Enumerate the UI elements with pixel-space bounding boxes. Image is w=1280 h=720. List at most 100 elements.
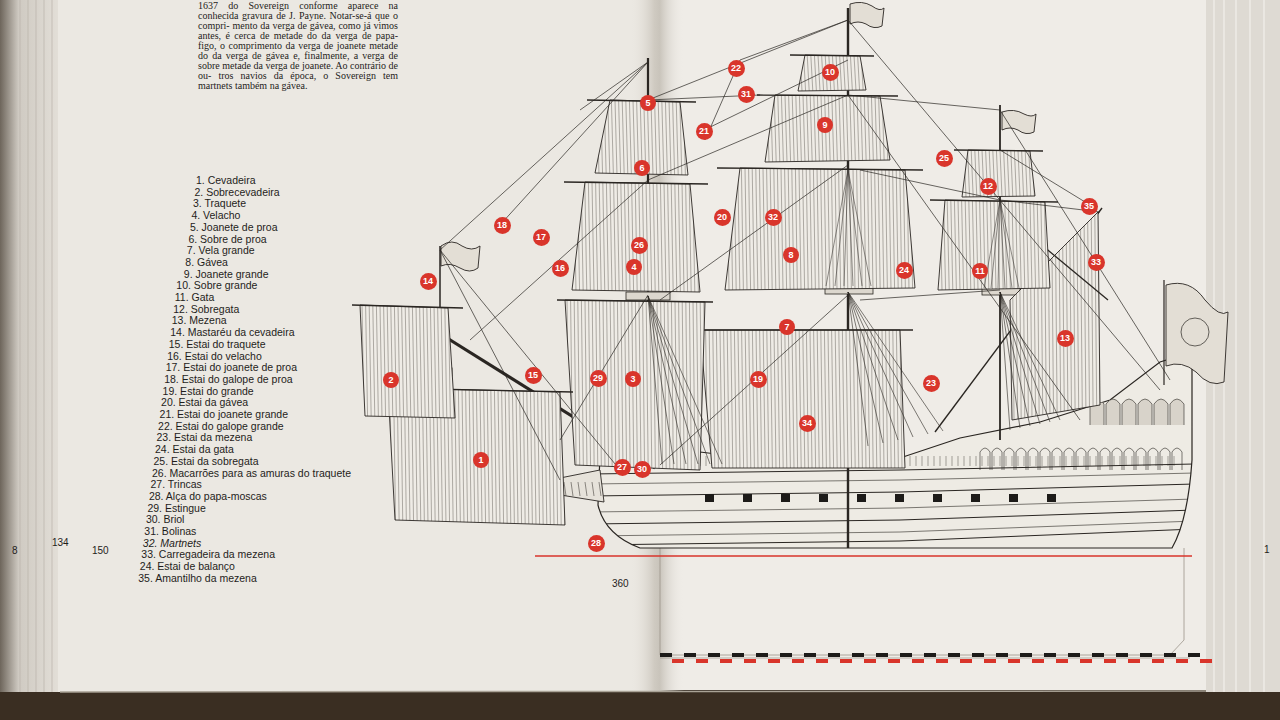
rigging-line: [564, 182, 708, 184]
rigging-line: [757, 95, 898, 96]
callout-number: 35: [1084, 202, 1094, 211]
callout-circle: 3: [625, 371, 641, 387]
callout-circle: 24: [896, 262, 913, 279]
sail: [692, 330, 913, 468]
callout-circle: 1: [473, 452, 489, 468]
key-entry: 30. Briol: [145, 514, 186, 526]
callout-number: 24: [899, 266, 909, 275]
callout-number: 25: [939, 154, 949, 163]
rigging-line: [1000, 200, 1005, 288]
callout-number: 20: [717, 213, 727, 222]
key-entry: 18. Estai do galope de proa: [163, 374, 293, 386]
rigging-line: [648, 296, 698, 464]
rigging-line: [648, 296, 722, 464]
callout-circle: 18: [494, 217, 511, 234]
rigging-line: [848, 292, 868, 446]
rigging-line: [500, 62, 648, 225]
page-number: 360: [612, 578, 629, 589]
sail: [930, 200, 1058, 290]
callout-number: 10: [825, 68, 835, 77]
key-entry: 21. Estai do joanete grande: [159, 409, 289, 421]
rigging-line: [848, 170, 871, 286]
callout-number: 18: [497, 221, 507, 230]
rigging-line: [848, 20, 1160, 390]
scale-bar: [660, 653, 1212, 663]
key-entry: 6. Sobre de proa: [187, 234, 267, 246]
callout-circle: 26: [631, 237, 648, 254]
callout-number: 32: [768, 213, 778, 222]
rigging-line: [1000, 292, 1060, 420]
key-entry: 26. Macarrões para as amuras do traquete: [151, 468, 352, 480]
sail: [352, 305, 463, 418]
rigging-line: [648, 296, 710, 464]
rigging-line: [1000, 292, 1040, 424]
rigging-line: [1000, 200, 1012, 288]
callout-number: 29: [593, 374, 603, 383]
callout-circle: 12: [980, 178, 997, 195]
callout-number: 23: [926, 379, 936, 388]
key-entry: 15. Estai do traquete: [168, 339, 267, 351]
rigging-line: [440, 62, 648, 250]
callout-circle: 35: [1081, 198, 1098, 215]
rigging-line: [717, 168, 923, 170]
rigging-line: [1000, 292, 1050, 422]
callout-number: 30: [637, 465, 647, 474]
page-number: 8: [12, 545, 18, 556]
callout-circle: 2: [383, 372, 399, 388]
callout-circle: 33: [1088, 254, 1105, 271]
rigging-line: [835, 170, 848, 286]
key-entry: 12. Sobregata: [172, 304, 240, 316]
key-entry: 3. Traquete: [192, 198, 247, 210]
callout-circle: 25: [936, 150, 953, 167]
callout-circle: 9: [817, 117, 833, 133]
rigging-line: [991, 200, 1000, 288]
key-entry: 8. Gávea: [184, 257, 229, 269]
key-entry: 2. Sobrecevadeira: [193, 187, 280, 199]
callout-number: 9: [822, 121, 827, 130]
key-entry: 25. Estai da sobregata: [152, 456, 259, 468]
page-number: 134: [52, 537, 69, 548]
callout-number: 21: [699, 127, 709, 136]
callout-number: 28: [591, 539, 601, 548]
rigging-line: [580, 62, 648, 110]
rigging-line: [648, 95, 848, 180]
callout-circle: 30: [634, 461, 651, 478]
callout-number: 13: [1060, 334, 1070, 343]
rigging-line: [1000, 150, 1090, 205]
rigging-line: [848, 95, 1000, 110]
callout-number: 4: [631, 263, 636, 272]
rigging-line: [860, 290, 1000, 300]
flags: [441, 2, 1228, 383]
key-entry: 28. Alça do papa-moscas: [148, 491, 268, 503]
callout-number: 34: [802, 419, 812, 428]
callout-circle: 15: [525, 367, 542, 384]
callout-circle: 32: [765, 209, 782, 226]
callout-circle: 20: [714, 209, 731, 226]
rigging-line: [740, 20, 848, 60]
key-entry: 22. Estai do galope grande: [157, 421, 285, 433]
rigging-line: [848, 292, 883, 443]
key-entry: 11. Gata: [174, 292, 216, 304]
callout-number: 3: [630, 375, 635, 384]
rigging-line: [1000, 110, 1170, 380]
key-entry: 7. Vela grande: [186, 245, 256, 257]
callout-circle: 5: [640, 95, 656, 111]
rigging-line: [692, 329, 913, 330]
rigging-line: [440, 250, 620, 470]
callout-circle: 34: [799, 415, 816, 432]
rigging-line: [660, 295, 848, 465]
callout-circle: 19: [750, 371, 767, 388]
rigging-line: [848, 95, 1080, 420]
sail: [564, 182, 708, 292]
callout-number: 6: [639, 164, 644, 173]
rigging-line: [1000, 200, 1019, 288]
callout-number: 11: [975, 267, 985, 276]
callout-number: 26: [634, 241, 644, 250]
sails: [352, 55, 1108, 525]
key-entry: 10. Sobre grande: [175, 280, 258, 292]
rigging-line: [998, 200, 1000, 288]
rigging-line: [352, 305, 463, 308]
rigging-line: [557, 300, 713, 302]
callout-number: 5: [645, 99, 650, 108]
callout-circle: 11: [972, 263, 988, 279]
